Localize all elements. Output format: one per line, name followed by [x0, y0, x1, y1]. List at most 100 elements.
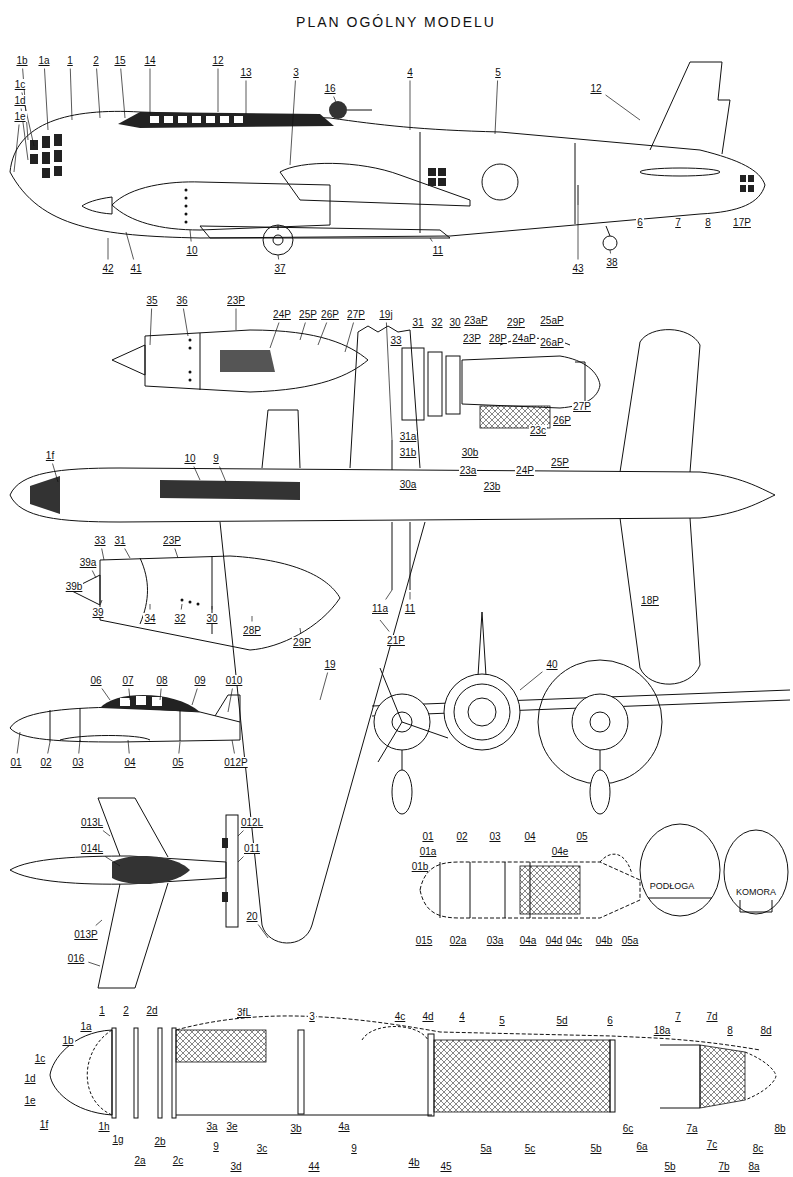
callout-number: 012L: [240, 817, 264, 828]
callout-number: 4a: [337, 1121, 350, 1132]
plan-view: [189, 347, 192, 350]
callout-number: 18P: [640, 595, 660, 606]
callout-number: 1d: [13, 95, 26, 106]
callout-number: 7a: [685, 1123, 698, 1134]
leader-line: [96, 920, 102, 926]
fuselage-exploded: [610, 1040, 615, 1112]
side-view: [740, 175, 746, 182]
callout-number: 013L: [80, 817, 104, 828]
callout-number: 11: [432, 245, 444, 256]
plan-view: [220, 350, 275, 372]
callout-number: 31b: [399, 447, 418, 458]
side-view: [54, 134, 62, 146]
callout-number: 19: [323, 659, 336, 670]
callout-number: 23aP: [463, 315, 488, 326]
callout-number: 34: [143, 613, 156, 624]
callout-number: 011: [243, 843, 261, 854]
jet-plan-view: [222, 838, 228, 848]
jet-side-view: [100, 695, 200, 712]
side-view: [206, 116, 215, 123]
callout-number: 4: [458, 1011, 466, 1022]
leader-line: [228, 689, 232, 713]
callout-number: 30: [448, 317, 461, 328]
plan-view: [30, 476, 60, 514]
callout-number: 23P: [162, 535, 182, 546]
callout-number: 4b: [407, 1157, 420, 1168]
jet-exploded: [600, 854, 632, 874]
side-view: [164, 116, 173, 123]
side-view: [347, 110, 372, 111]
nacelle-exploded: [402, 348, 424, 420]
callout-number: 20: [245, 911, 258, 922]
callout-number: 31a: [399, 431, 418, 442]
callout-number: 23P: [226, 295, 246, 306]
callout-number: 04a: [519, 935, 538, 946]
callout-number: 7b: [717, 1161, 730, 1172]
front-view: [378, 668, 448, 762]
fuselage-exploded: [176, 1030, 266, 1062]
callout-number: 01: [421, 831, 434, 842]
callout-number: 04: [123, 757, 136, 768]
callout-number: 30b: [461, 447, 480, 458]
jet-side-view: [215, 695, 240, 722]
leader-line: [44, 69, 48, 131]
callout-number: 2a: [133, 1155, 146, 1166]
leader-line: [238, 831, 244, 837]
side-view: [740, 185, 746, 192]
jet-side-view: [60, 736, 150, 741]
callout-number: 04c: [565, 935, 583, 946]
plan-view: [189, 339, 192, 342]
callout-number: 04b: [595, 935, 614, 946]
plan-view: [100, 556, 340, 650]
side-view: [10, 62, 765, 255]
side-view: [54, 166, 62, 176]
callout-number: 1h: [97, 1121, 110, 1132]
plan-view: [10, 468, 775, 522]
callout-number: 26P: [552, 415, 572, 426]
side-view: [185, 205, 188, 208]
callout-number: 25P: [298, 309, 318, 320]
leader-line: [17, 732, 20, 754]
callout-number: 42: [101, 263, 114, 274]
callout-number: 07: [121, 675, 134, 686]
fuselage-exploded: [176, 1115, 432, 1116]
callout-number: 21P: [386, 635, 406, 646]
callout-number: 24P: [272, 309, 292, 320]
fuselage-exploded: [660, 1045, 700, 1108]
leader-line: [578, 205, 579, 260]
callout-number: 10: [185, 245, 198, 256]
leader-line: [410, 81, 411, 131]
leader-line: [53, 464, 58, 483]
callout-number: 33: [93, 535, 106, 546]
front-view: [402, 750, 600, 770]
callout-number: 27P: [572, 401, 592, 412]
leader-line: [252, 616, 253, 622]
side-view: [82, 197, 112, 214]
callout-number: 1c: [14, 79, 27, 90]
jet-exploded: [420, 854, 640, 918]
callout-number: 05a: [621, 935, 640, 946]
callout-number: 1: [66, 55, 74, 66]
callout-number: 8: [726, 1025, 734, 1036]
fuselage-exploded: [112, 1028, 116, 1118]
plan-view: [112, 345, 145, 375]
side-view: [603, 236, 617, 250]
jet-plan-view: [98, 798, 168, 857]
callout-number: 24aP: [511, 333, 536, 344]
front-view: [590, 712, 610, 732]
sheet-title: PLAN OGÓLNY MODELU: [296, 14, 496, 30]
callout-number: 1a: [79, 1021, 92, 1032]
side-view: [748, 175, 754, 182]
side-view: [30, 154, 38, 164]
callout-number: 28P: [242, 625, 262, 636]
callout-number: 02a: [449, 935, 468, 946]
callout-number: 10: [183, 453, 196, 464]
callout-number: 8b: [773, 1123, 786, 1134]
jet-plan-view: [10, 856, 226, 884]
fuselage-exploded: [298, 1030, 304, 1114]
callout-number: 39a: [79, 557, 98, 568]
side-view: [42, 168, 50, 178]
callout-number: 012P: [223, 757, 248, 768]
callout-number: 9: [212, 1141, 220, 1152]
jet-plan-view: [226, 815, 238, 927]
